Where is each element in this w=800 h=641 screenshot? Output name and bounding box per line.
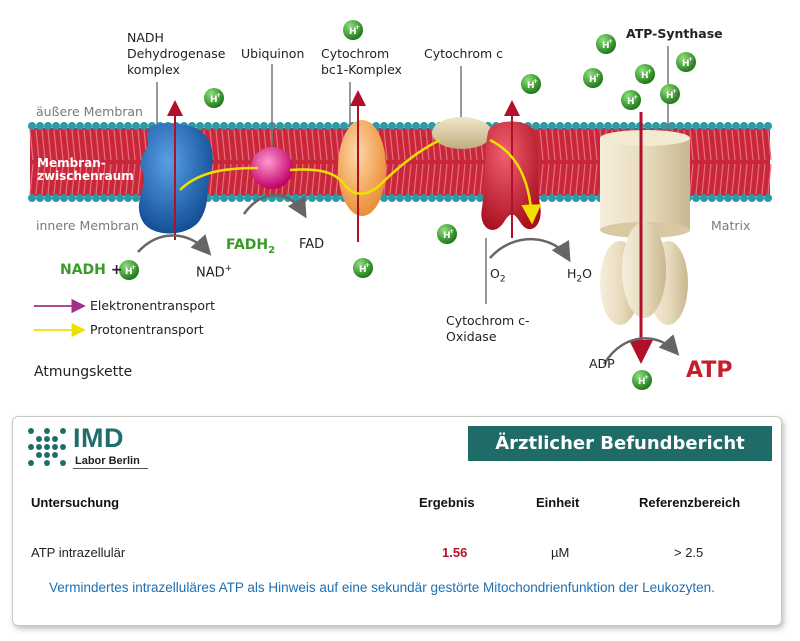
respiratory-chain-diagram: H+H+H+H+H+H+H+H+H+H+H+H+H+: [28, 20, 772, 390]
label-o2: O2: [490, 266, 506, 285]
svg-text:H: H: [125, 267, 133, 277]
report-title: Ärztlicher Befundbericht: [468, 426, 772, 461]
logo-divider: [73, 468, 148, 469]
label-intermembrane-space: Membran- zwischenraum: [37, 156, 134, 183]
proton-icon: H+: [521, 74, 541, 94]
svg-text:H: H: [349, 27, 357, 37]
diagram-title: Atmungskette: [34, 364, 133, 380]
proton-icon: H+: [621, 90, 641, 110]
svg-text:+: +: [365, 262, 370, 269]
svg-text:+: +: [633, 94, 638, 101]
proton-icon: H+: [676, 52, 696, 72]
svg-text:H: H: [641, 71, 649, 81]
svg-text:+: +: [647, 68, 652, 75]
proton-path: [179, 138, 532, 222]
label-cytochrom-c-oxidase: Cytochrom c- Oxidase: [446, 313, 530, 344]
svg-text:H: H: [682, 59, 690, 69]
label-nadh-complex: NADH Dehydrogenase komplex: [127, 30, 226, 77]
legend: [34, 298, 86, 338]
svg-text:H: H: [359, 265, 367, 275]
svg-text:+: +: [644, 374, 649, 381]
column-header-result: Ergebnis: [419, 495, 475, 510]
svg-text:H: H: [443, 231, 451, 241]
oxygen-reaction-arrow: [489, 237, 571, 263]
proton-icon: H+: [204, 88, 224, 108]
label-atp-synthase: ATP-Synthase: [626, 26, 723, 41]
svg-text:H: H: [627, 97, 635, 107]
column-header-unit: Einheit: [536, 495, 580, 510]
proton-icon: H+: [437, 224, 457, 244]
ubiquinon-molecule: [251, 147, 293, 189]
proton-icon: H+: [596, 34, 616, 54]
label-atp: ATP: [686, 358, 733, 383]
label-adp: ADP: [589, 356, 615, 371]
label-h2o: H2O: [567, 266, 592, 285]
cell-result: 1.56: [442, 545, 468, 560]
report-interpretation: Vermindertes intrazelluläres ATP als Hin…: [49, 580, 715, 595]
label-cytochrom-bc1: Cytochrom bc1-Komplex: [321, 46, 402, 77]
svg-text:H: H: [602, 41, 610, 51]
adp-reaction-arrow: [602, 334, 680, 365]
proton-icon: H+: [353, 258, 373, 278]
atp-synthase-complex: [600, 130, 690, 325]
imd-logo-icon: [28, 428, 66, 466]
nadh-reaction-arrow: [137, 234, 212, 256]
legend-electron-label: Elektronentransport: [90, 298, 216, 313]
complex-3-cytochrom-bc1: [338, 120, 386, 216]
label-matrix: Matrix: [711, 218, 751, 233]
label-nadh: NADH +: [60, 262, 123, 278]
svg-text:H: H: [589, 75, 597, 85]
svg-text:H: H: [210, 95, 218, 105]
svg-text:+: +: [355, 24, 360, 31]
svg-text:+: +: [131, 264, 136, 271]
svg-text:+: +: [533, 78, 538, 85]
cytochrom-c: [432, 117, 492, 149]
svg-text:+: +: [688, 56, 693, 63]
svg-text:+: +: [595, 72, 600, 79]
legend-proton-label: Protonentransport: [90, 322, 204, 337]
label-outer-membrane: äußere Membran: [36, 104, 143, 119]
svg-text:+: +: [449, 228, 454, 235]
svg-text:H: H: [666, 91, 674, 101]
proton-icon: H+: [583, 68, 603, 88]
label-nad-plus: NAD+: [196, 264, 233, 281]
proton-icon: H+: [660, 84, 680, 104]
label-inner-membrane: innere Membran: [36, 218, 139, 233]
svg-text:H: H: [638, 377, 646, 387]
proton-icon: H+: [635, 64, 655, 84]
cell-reference: > 2.5: [674, 545, 704, 560]
proton-icon: H+: [119, 260, 139, 280]
lab-report: IMD Labor Berlin Ärztlicher Befundberich…: [12, 416, 782, 626]
cell-test: ATP intrazellulär: [31, 545, 126, 560]
protons: H+H+H+H+H+H+H+H+H+H+H+H+H+: [119, 20, 696, 390]
svg-text:+: +: [608, 38, 613, 45]
svg-text:+: +: [216, 92, 221, 99]
logo-name: IMD: [73, 423, 124, 453]
label-fad: FAD: [299, 237, 325, 252]
proton-icon: H+: [632, 370, 652, 390]
proton-icon: H+: [343, 20, 363, 40]
label-ubiquinon: Ubiquinon: [241, 46, 305, 61]
svg-text:+: +: [672, 88, 677, 95]
fadh2-reaction-arrow: [242, 194, 307, 219]
label-fadh2: FADH2: [226, 237, 276, 256]
column-header-reference: Referenzbereich: [639, 495, 741, 510]
logo-subtitle: Labor Berlin: [75, 455, 140, 467]
svg-text:H: H: [527, 81, 535, 91]
column-header-test: Untersuchung: [31, 495, 120, 510]
cell-unit: µM: [551, 545, 570, 560]
label-cytochrom-c: Cytochrom c: [424, 46, 504, 61]
